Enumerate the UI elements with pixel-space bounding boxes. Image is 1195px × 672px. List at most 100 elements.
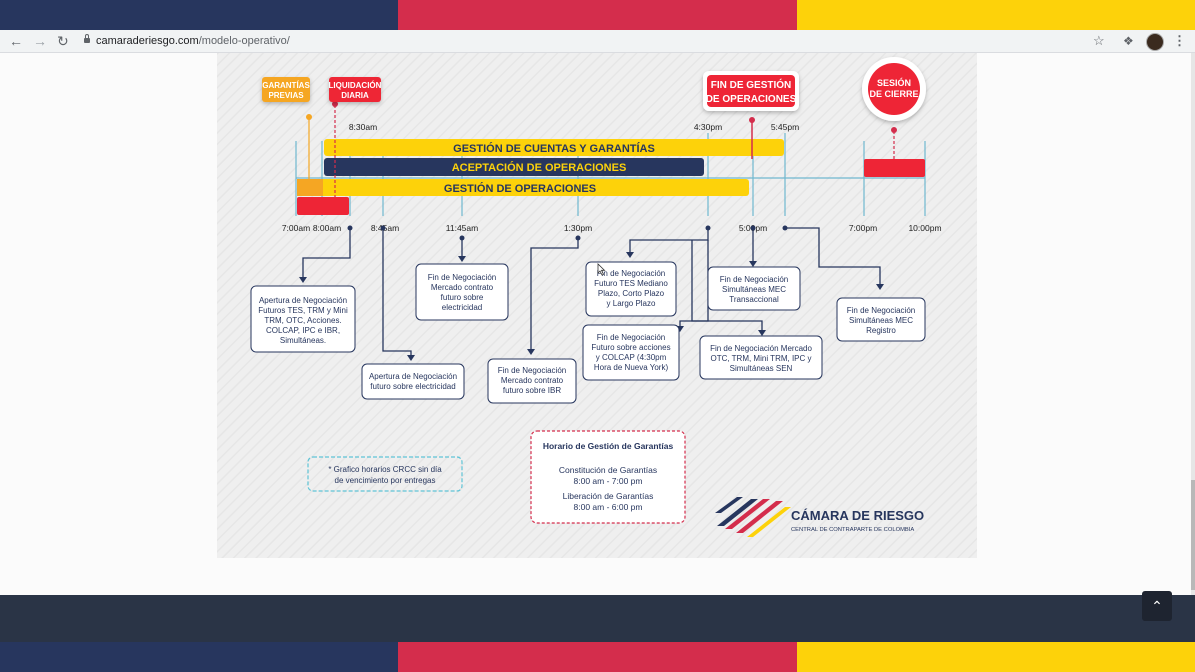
reload-icon[interactable]: ↻ — [57, 33, 69, 49]
connector-lines — [302, 227, 881, 357]
url-path: /modelo-operativo/ — [198, 35, 290, 47]
time-430pm: 4:30pm — [694, 122, 722, 132]
svg-text:Liberación de Garantías: Liberación de Garantías — [563, 491, 654, 501]
svg-text:Hora de Nueva York): Hora de Nueva York) — [594, 363, 669, 372]
svg-text:Apertura de Negociación: Apertura de Negociación — [369, 372, 457, 381]
bar-gestion-operaciones — [297, 179, 749, 196]
svg-text:8:00 am - 6:00 pm: 8:00 am - 6:00 pm — [574, 502, 643, 512]
bar-aceptacion-label: ACEPTACIÓN DE OPERACIONES — [452, 161, 627, 174]
svg-text:Simultáneas MEC: Simultáneas MEC — [722, 285, 786, 294]
svg-text:futuro sobre IBR: futuro sobre IBR — [503, 386, 561, 395]
svg-text:DIARIA: DIARIA — [341, 91, 369, 100]
badge-liquidacion-diaria: LIQUIDACIÓN DIARIA — [329, 77, 382, 102]
bottom-color-stripe — [0, 642, 1195, 672]
profile-avatar[interactable] — [1146, 33, 1164, 51]
browser-toolbar: ← → ↻ camaraderiesgo.com/modelo-operativ… — [0, 30, 1195, 53]
svg-text:Mercado contrato: Mercado contrato — [501, 376, 564, 385]
time-545pm: 5:45pm — [771, 122, 799, 132]
svg-text:y COLCAP (4:30pm: y COLCAP (4:30pm — [596, 353, 667, 362]
box-fin-acciones: Fin de Negociación Futuro sobre acciones… — [582, 324, 680, 381]
bar-gestion-operaciones-label: GESTIÓN DE OPERACIONES — [444, 182, 596, 195]
box-apertura-futuros: Apertura de Negociación Futuros TES, TRM… — [250, 285, 356, 353]
box-fin-electricidad: Fin de Negociación Mercado contrato futu… — [415, 263, 509, 321]
svg-text:SESIÓN: SESIÓN — [877, 77, 911, 88]
svg-text:Horario de Gestión de Garantía: Horario de Gestión de Garantías — [543, 441, 674, 451]
svg-text:Fin de Negociación: Fin de Negociación — [597, 269, 665, 278]
svg-text:LIQUIDACIÓN: LIQUIDACIÓN — [329, 81, 382, 90]
svg-text:Plazo, Corto Plazo: Plazo, Corto Plazo — [598, 289, 665, 298]
svg-text:de vencimiento por entregas: de vencimiento por entregas — [335, 476, 436, 485]
box-apertura-electricidad: Apertura de Negociación futuro sobre ele… — [361, 363, 465, 400]
svg-text:8:00 am - 7:00 pm: 8:00 am - 7:00 pm — [574, 476, 643, 486]
svg-text:TRM, OTC, Acciones.: TRM, OTC, Acciones. — [264, 316, 341, 325]
svg-text:Simultáneas.: Simultáneas. — [280, 336, 326, 345]
mouse-cursor — [597, 263, 606, 276]
arrow-heads — [299, 225, 884, 361]
svg-text:y Largo Plazo: y Largo Plazo — [607, 299, 656, 308]
svg-text:Simultáneas SEN: Simultáneas SEN — [730, 364, 793, 373]
svg-text:electricidad: electricidad — [442, 303, 482, 312]
svg-text:Fin de Negociación Mercado: Fin de Negociación Mercado — [710, 344, 812, 353]
bar-gestion-cuentas-label: GESTIÓN DE CUENTAS Y GARANTÍAS — [453, 142, 655, 155]
svg-text:DE OPERACIONES: DE OPERACIONES — [706, 94, 797, 105]
time-130pm: 1:30pm — [564, 223, 592, 233]
svg-text:DE CIERRE: DE CIERRE — [869, 89, 918, 99]
svg-text:Transaccional: Transaccional — [729, 295, 779, 304]
chevron-up-icon: ⌃ — [1151, 598, 1163, 614]
time-800am: 8:00am — [313, 223, 341, 233]
more-vert-icon[interactable]: ⋮ — [1173, 33, 1186, 48]
svg-text:CÁMARA DE RIESGO: CÁMARA DE RIESGO — [791, 508, 924, 523]
badge-fin-gestion: FIN DE GESTIÓN DE OPERACIONES — [703, 71, 799, 111]
star-icon[interactable]: ☆ — [1093, 33, 1105, 48]
puzzle-icon[interactable]: ❖ — [1123, 34, 1134, 48]
time-1000pm: 10:00pm — [908, 223, 941, 233]
bar-gestion-cuentas — [324, 139, 784, 156]
time-700pm: 7:00pm — [849, 223, 877, 233]
svg-text:Fin de Negociación: Fin de Negociación — [428, 273, 496, 282]
note-crcc: * Grafico horarios CRCC sin día de venci… — [307, 456, 463, 492]
box-fin-tes: Fin de Negociación Futuro TES Mediano Pl… — [585, 261, 677, 317]
camara-riesgo-logo: CÁMARA DE RIESGO CENTRAL DE CONTRAPARTE … — [715, 497, 924, 537]
bar-liquidacion — [297, 197, 349, 215]
time-1145am: 11:45am — [446, 223, 478, 233]
svg-text:Fin de Negociación: Fin de Negociación — [847, 306, 915, 315]
box-fin-mec-registro: Fin de Negociación Simultáneas MEC Regis… — [836, 297, 926, 342]
address-bar[interactable]: camaraderiesgo.com/modelo-operativo/ — [84, 33, 290, 49]
top-color-stripe — [0, 0, 1195, 30]
box-fin-mec-transaccional: Fin de Negociación Simultáneas MEC Trans… — [707, 266, 801, 311]
horario-garantias: Horario de Gestión de Garantías Constitu… — [530, 430, 686, 524]
svg-text:Constitución de Garantías: Constitución de Garantías — [559, 465, 657, 475]
bar-garantias-previas — [297, 179, 323, 196]
time-830am: 8:30am — [349, 122, 377, 132]
svg-text:Fin de Negociación: Fin de Negociación — [720, 275, 788, 284]
svg-text:Apertura de Negociación: Apertura de Negociación — [259, 296, 347, 305]
svg-text:Registro: Registro — [866, 326, 896, 335]
svg-text:futuro sobre electricidad: futuro sobre electricidad — [370, 382, 455, 391]
svg-text:GARANTÍAS: GARANTÍAS — [262, 81, 310, 90]
svg-text:PREVIAS: PREVIAS — [268, 91, 304, 100]
operating-model-infographic: GESTIÓN DE CUENTAS Y GARANTÍAS ACEPTACIÓ… — [217, 53, 977, 558]
scrollbar-thumb[interactable] — [1191, 480, 1195, 590]
bar-sesion-cierre — [864, 159, 925, 177]
svg-text:FIN DE GESTIÓN: FIN DE GESTIÓN — [711, 78, 792, 91]
badge-garantias-previas: GARANTÍAS PREVIAS — [262, 77, 310, 102]
svg-text:Futuros TES, TRM y Mini: Futuros TES, TRM y Mini — [258, 306, 348, 315]
time-700am: 7:00am — [282, 223, 310, 233]
arrow-right-icon[interactable]: → — [33, 33, 47, 49]
svg-text:COLCAP, IPC e IBR,: COLCAP, IPC e IBR, — [266, 326, 340, 335]
page-footer — [0, 595, 1195, 642]
svg-text:Simultáneas MEC: Simultáneas MEC — [849, 316, 913, 325]
svg-text:Futuro sobre acciones: Futuro sobre acciones — [591, 343, 670, 352]
svg-text:futuro sobre: futuro sobre — [441, 293, 484, 302]
bar-aceptacion — [324, 158, 704, 176]
svg-text:Fin de Negociación: Fin de Negociación — [498, 366, 566, 375]
svg-text:Fin de Negociación: Fin de Negociación — [597, 333, 665, 342]
svg-text:Futuro TES Mediano: Futuro TES Mediano — [594, 279, 668, 288]
scrollbar-track[interactable] — [1191, 53, 1195, 595]
svg-text:Mercado contrato: Mercado contrato — [431, 283, 494, 292]
lock-icon — [84, 34, 90, 43]
scroll-to-top-button[interactable]: ⌃ — [1142, 591, 1172, 621]
box-fin-otc: Fin de Negociación Mercado OTC, TRM, Min… — [699, 335, 823, 380]
arrow-left-icon[interactable]: ← — [9, 33, 23, 49]
svg-text:* Grafico horarios CRCC sin dí: * Grafico horarios CRCC sin día — [328, 465, 442, 474]
